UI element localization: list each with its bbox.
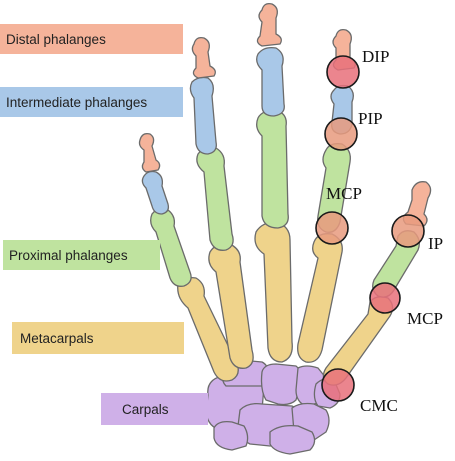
distal-label: Distal phalanges [6,32,106,47]
intermediate-label: Intermediate phalanges [6,95,147,110]
intermediate-little [142,172,168,215]
mcp-finger-label: MCP [326,184,362,203]
metacarpals-label: Metacarpals [20,331,94,346]
dip-label: DIP [362,47,389,66]
metacarpal-middle [255,222,292,362]
proximal-ring [197,148,233,251]
cmc-label: CMC [360,396,398,415]
proximal-label: Proximal phalanges [9,248,128,263]
cmc-joint-marker [322,369,354,401]
intermediate-phalanges-bones [142,48,353,214]
distal-ring [192,38,215,78]
carpals-label: Carpals [122,402,169,417]
intermediate-middle [257,48,285,116]
carpal-bone [214,422,248,450]
carpal-bone [262,364,302,405]
distal-little [140,134,160,172]
pip-label: PIP [358,109,383,128]
proximal-middle [257,110,289,228]
mcp-thumb-joint-marker [370,283,400,313]
mcp-thumb-label: MCP [407,309,443,328]
metacarpal-bones [178,222,393,385]
mcp-finger-joint-marker [316,212,348,244]
metacarpal-index [298,234,343,363]
carpal-bone [270,426,315,454]
joint-markers [316,56,424,401]
ip-joint-marker [392,215,424,247]
ip-label: IP [428,234,443,253]
intermediate-ring [190,78,216,155]
dip-joint-marker [327,56,359,88]
category-labels: Distal phalanges Intermediate phalanges … [0,24,208,425]
distal-middle [257,4,281,46]
pip-joint-marker [325,118,357,150]
